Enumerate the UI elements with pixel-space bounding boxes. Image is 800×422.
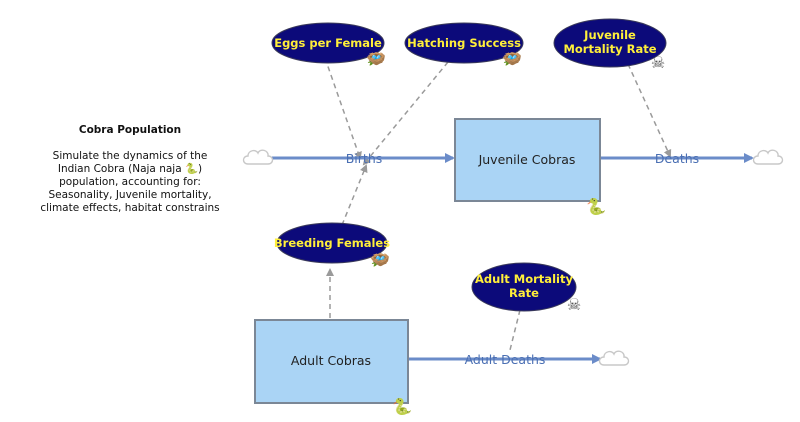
link-hatching-to-births [362, 61, 449, 166]
stock-adult-cobras[interactable]: Adult Cobras 🐍 [254, 319, 412, 416]
aux-eggs-per-female[interactable]: Eggs per Female 🪺 [271, 22, 386, 68]
aux-label: Rate [509, 286, 539, 300]
flows: Births Deaths Adult Deaths [272, 151, 754, 367]
stock-label: Adult Cobras [291, 353, 371, 368]
description-line: population, accounting for: [59, 176, 201, 188]
cloud-icon [242, 149, 274, 165]
link-eggs-to-births [324, 57, 362, 160]
model-description: Cobra Population Simulate the dynamics o… [30, 124, 230, 215]
stock-label: Juvenile Cobras [478, 152, 576, 167]
aux-ellipse[interactable] [276, 222, 388, 264]
aux-ellipse[interactable] [404, 22, 524, 64]
aux-label: Mortality Rate [563, 42, 656, 56]
description-line: ) [198, 163, 203, 175]
cloud-icon [752, 149, 784, 165]
aux-adult-mortality-rate[interactable]: Adult Mortality Rate ☠ [471, 262, 581, 314]
description-line: Simulate the dynamics of the [52, 150, 208, 162]
stock-box[interactable] [454, 118, 601, 202]
description-line: climate effects, habitat constrains [40, 202, 220, 214]
snake-icon: 🐍 [184, 163, 199, 175]
aux-label: Breeding Females [274, 236, 390, 250]
stock-juvenile-cobras[interactable]: Juvenile Cobras 🐍 [454, 118, 606, 216]
link-juvmort-to-deaths [627, 63, 672, 158]
aux-ellipse[interactable] [471, 262, 577, 312]
aux-label: Juvenile [583, 28, 636, 42]
aux-juvenile-mortality-rate[interactable]: Juvenile Mortality Rate ☠ [553, 18, 667, 72]
nest-icon: 🪺 [370, 250, 390, 269]
description-title: Cobra Population [78, 124, 182, 136]
nest-icon: 🪺 [366, 49, 386, 68]
aux-label: Hatching Success [407, 36, 521, 50]
influence-links [324, 57, 672, 351]
births-flow-label: Births [346, 151, 383, 166]
description-line: Indian Cobra (Naja naja [57, 163, 185, 175]
link-adultmort-to-adult-deaths [509, 309, 521, 351]
aux-ellipse[interactable] [553, 18, 667, 68]
description-line: Seasonality, Juvenile mortality, [48, 189, 212, 201]
aux-label: Eggs per Female [274, 36, 382, 50]
nest-icon: 🪺 [502, 49, 522, 68]
aux-breeding-females[interactable]: Breeding Females 🪺 [274, 222, 390, 269]
deaths-flow-label: Deaths [655, 151, 699, 166]
skull-icon: ☠ [567, 295, 581, 314]
skull-icon: ☠ [651, 53, 665, 72]
adult-deaths-flow-label: Adult Deaths [465, 352, 546, 367]
link-breeding-to-births [341, 164, 368, 226]
aux-label: Adult Mortality [475, 272, 573, 286]
cloud-icon [598, 350, 630, 366]
stock-box[interactable] [254, 319, 409, 404]
snake-icon: 🐍 [392, 397, 412, 416]
aux-ellipse[interactable] [271, 22, 385, 64]
snake-icon: 🐍 [586, 197, 606, 216]
aux-hatching-success[interactable]: Hatching Success 🪺 [404, 22, 524, 68]
